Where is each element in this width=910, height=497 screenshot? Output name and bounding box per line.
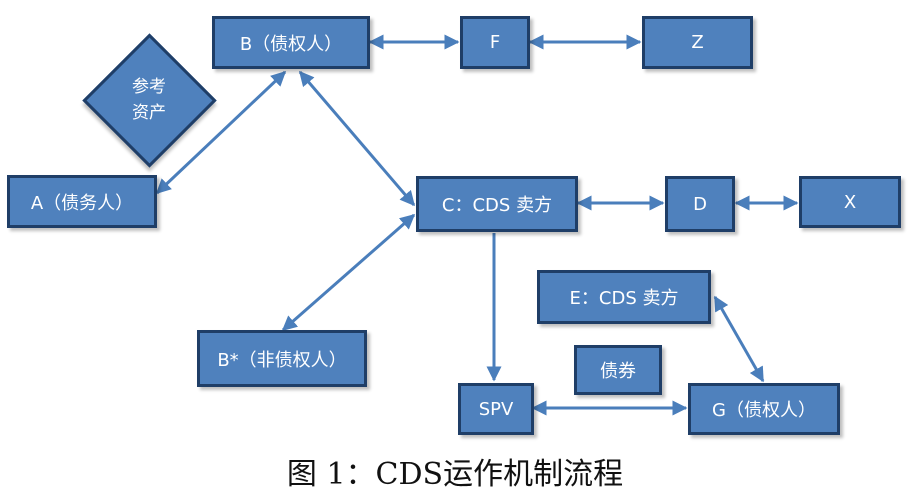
node-f: F — [460, 16, 530, 69]
node-e-cds-seller: E：CDS 卖方 — [537, 270, 711, 324]
node-spv: SPV — [458, 383, 534, 435]
reference-asset-line-2: 资产 — [132, 103, 166, 123]
node-d: D — [665, 176, 735, 232]
arrow-c-bstar — [281, 213, 416, 332]
node-z: Z — [642, 16, 753, 69]
node-c-cds-seller: C：CDS 卖方 — [416, 176, 578, 232]
node-x: X — [799, 176, 901, 228]
reference-asset-line-1: 参考 — [132, 77, 166, 97]
node-b-creditor: B（债权人） — [212, 16, 370, 69]
arrow-b-a — [155, 70, 287, 195]
arrow-e-g — [713, 295, 765, 383]
node-b-star-non-creditor: B*（非债权人） — [197, 330, 367, 387]
arrow-b-c — [298, 70, 416, 207]
node-reference-asset-label: 参考 资产 — [99, 60, 199, 140]
figure-caption: 图 1：CDS运作机制流程 — [286, 457, 624, 492]
node-g-creditor: G（债权人） — [688, 383, 840, 435]
node-bond: 债券 — [574, 345, 662, 395]
node-a-debtor: A（债务人） — [7, 175, 157, 228]
